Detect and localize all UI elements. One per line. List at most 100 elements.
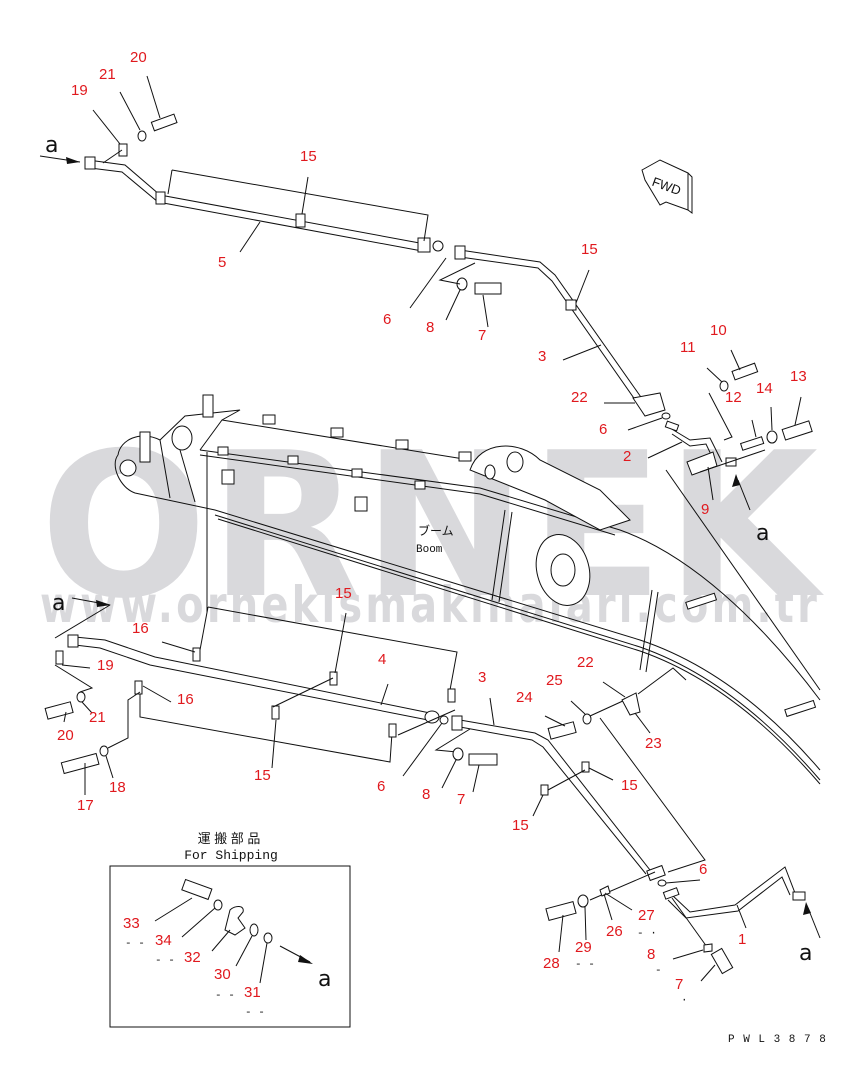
callout-19: 19 bbox=[71, 82, 88, 99]
shipping-title-en: For Shipping bbox=[184, 848, 278, 863]
callout-33: 33 bbox=[123, 915, 140, 932]
callout-31: 31 bbox=[244, 984, 261, 1001]
leader bbox=[154, 897, 193, 922]
callout-8: 8 bbox=[647, 946, 655, 963]
clamp-15 bbox=[540, 784, 549, 796]
leader bbox=[402, 722, 443, 777]
view-marker-a: a bbox=[52, 591, 65, 616]
leader bbox=[730, 349, 741, 371]
arrow-head-icon bbox=[732, 474, 740, 487]
clamp-19 bbox=[55, 650, 64, 665]
leader bbox=[558, 914, 564, 953]
boom-plate bbox=[535, 534, 591, 606]
leader bbox=[272, 677, 334, 708]
boom-top-edge bbox=[221, 419, 471, 461]
spec-dash: - - bbox=[125, 938, 145, 950]
callout-21: 21 bbox=[89, 709, 106, 726]
leader bbox=[301, 176, 309, 215]
drawing-number: P W L 3 8 7 8 bbox=[728, 1034, 827, 1046]
leader bbox=[334, 612, 347, 674]
washer-8 bbox=[703, 943, 713, 953]
callout-15: 15 bbox=[621, 777, 638, 794]
leader bbox=[736, 904, 747, 929]
spec-dash: - - bbox=[575, 959, 595, 971]
bracket bbox=[217, 446, 229, 456]
callout-15: 15 bbox=[512, 817, 529, 834]
pipe-3-upper-assembly bbox=[409, 245, 671, 431]
bolt-7 bbox=[468, 753, 498, 766]
boom-label-en: Boom bbox=[416, 544, 443, 556]
bracket bbox=[330, 427, 344, 438]
strut bbox=[645, 591, 659, 673]
clamp-16 bbox=[134, 680, 143, 695]
shipping-parts-box: 運 搬 部 品 For Shipping a - - - - - - - - 3… bbox=[109, 831, 351, 1028]
spec-dash: · bbox=[681, 995, 688, 1007]
boom-plate-center bbox=[550, 553, 576, 587]
leader bbox=[434, 728, 471, 753]
leader bbox=[627, 417, 663, 431]
leader-bracket bbox=[207, 606, 458, 691]
pipe-flange bbox=[792, 891, 806, 901]
pipe-2-assembly: a bbox=[647, 349, 821, 691]
fwd-arrow-icon bbox=[641, 159, 689, 211]
leader bbox=[603, 893, 613, 921]
view-marker-a: a bbox=[799, 941, 812, 966]
bolt-24 bbox=[547, 721, 577, 740]
leader bbox=[271, 719, 277, 769]
clamp-15 bbox=[581, 761, 590, 773]
leader bbox=[637, 667, 687, 695]
watermark-url: www.ornekismakinalari.com.tr bbox=[40, 576, 820, 634]
leader bbox=[770, 406, 773, 431]
leader bbox=[146, 75, 161, 119]
bolt-20 bbox=[150, 113, 178, 132]
callout-14: 14 bbox=[756, 380, 773, 397]
leader bbox=[54, 604, 111, 639]
bolt-28 bbox=[545, 900, 577, 922]
bracket bbox=[221, 469, 235, 485]
bolt-33 bbox=[181, 878, 213, 901]
fwd-sign: FWD bbox=[641, 159, 693, 214]
leader bbox=[665, 879, 701, 884]
pipe-5 bbox=[87, 159, 426, 252]
bracket-pin bbox=[506, 451, 524, 473]
leader bbox=[167, 169, 173, 195]
callout-22: 22 bbox=[577, 654, 594, 671]
leader bbox=[647, 441, 683, 459]
callout-24: 24 bbox=[516, 689, 533, 706]
callout-15: 15 bbox=[581, 241, 598, 258]
callout-30: 30 bbox=[214, 966, 231, 983]
leader bbox=[105, 755, 114, 779]
leader bbox=[380, 683, 389, 706]
leader bbox=[235, 935, 253, 967]
bracket bbox=[354, 496, 368, 512]
leader bbox=[602, 681, 626, 698]
washer-14 bbox=[766, 430, 778, 444]
washer-8 bbox=[452, 747, 464, 761]
leader bbox=[562, 344, 602, 361]
callout-23: 23 bbox=[645, 735, 662, 752]
callout-16: 16 bbox=[132, 620, 149, 637]
leader bbox=[438, 262, 476, 285]
leader bbox=[589, 699, 626, 717]
callout-1: 1 bbox=[738, 931, 746, 948]
leader bbox=[199, 606, 209, 651]
bracket bbox=[287, 455, 299, 465]
spec-dash: - bbox=[655, 965, 662, 977]
leader bbox=[604, 892, 633, 911]
shipping-box-frame bbox=[109, 865, 351, 1028]
boom-lower-edge-2 bbox=[214, 514, 821, 781]
leader bbox=[584, 906, 587, 941]
pipe-flange bbox=[646, 864, 666, 882]
boom-foot-pin bbox=[171, 425, 193, 451]
leader bbox=[671, 897, 708, 948]
callout-12: 12 bbox=[725, 389, 742, 406]
callout-21: 21 bbox=[99, 66, 116, 83]
bracket-32 bbox=[224, 906, 246, 936]
bolt-10 bbox=[731, 362, 759, 381]
view-marker-a: a bbox=[45, 133, 58, 158]
leader bbox=[441, 759, 457, 789]
callout-8: 8 bbox=[422, 786, 430, 803]
washer-25 bbox=[582, 713, 592, 725]
bracket bbox=[784, 699, 817, 718]
pipe-flange bbox=[664, 420, 680, 432]
